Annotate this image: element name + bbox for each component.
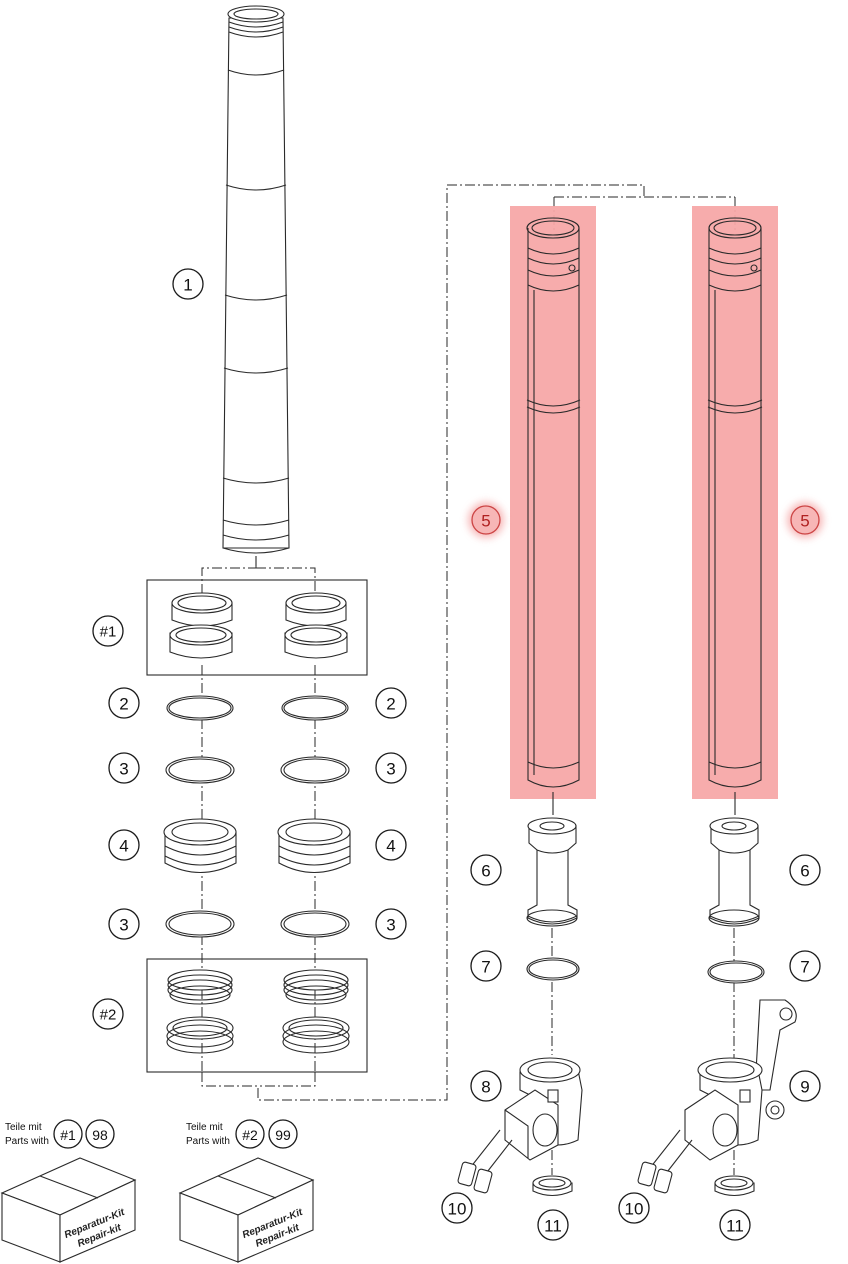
seal-set-left xyxy=(166,969,234,1054)
svg-text:5: 5 xyxy=(481,512,490,531)
seal-set-right xyxy=(282,969,350,1054)
callout-4-right[interactable]: 4 xyxy=(375,829,407,861)
kit-1-box: Reparatur-Kit Repair-kit xyxy=(0,1157,137,1263)
callout-3-right-lower[interactable]: 3 xyxy=(375,908,407,940)
callout-3-left-upper[interactable]: 3 xyxy=(108,752,140,784)
svg-text:3: 3 xyxy=(119,760,128,779)
bushing-left xyxy=(169,592,233,659)
svg-text:6: 6 xyxy=(800,862,809,881)
callout-1[interactable]: 1 xyxy=(172,268,204,300)
svg-text:3: 3 xyxy=(386,760,395,779)
cap-left xyxy=(532,1175,573,1197)
svg-text:Parts with: Parts with xyxy=(186,1136,230,1147)
repair-kit-2[interactable]: Teile mit Parts with #2 99 Reparatur-Kit… xyxy=(178,1119,315,1263)
kit-1-number-callout: 98 xyxy=(85,1119,115,1149)
axle-clamp-right xyxy=(637,999,797,1194)
svg-text:99: 99 xyxy=(275,1127,291,1143)
svg-text:11: 11 xyxy=(726,1217,744,1236)
svg-text:#1: #1 xyxy=(60,1127,76,1143)
callout-8[interactable]: 8 xyxy=(470,1070,502,1102)
kit-2-group-callout: #2 xyxy=(235,1119,265,1149)
callout-9[interactable]: 9 xyxy=(789,1070,821,1102)
kit-2-number-callout: 99 xyxy=(268,1119,298,1149)
callout-group-2[interactable]: #2 xyxy=(92,998,124,1030)
svg-text:#2: #2 xyxy=(242,1127,258,1143)
callout-7-left[interactable]: 7 xyxy=(470,950,502,982)
callout-2-right[interactable]: 2 xyxy=(375,687,407,719)
group-1-bushings xyxy=(146,566,368,676)
svg-text:5: 5 xyxy=(800,512,809,531)
svg-text:7: 7 xyxy=(800,958,809,977)
svg-text:2: 2 xyxy=(386,695,395,714)
svg-text:1: 1 xyxy=(183,276,192,295)
callout-6-left[interactable]: 6 xyxy=(470,854,502,886)
svg-text:10: 10 xyxy=(448,1200,467,1219)
svg-text:9: 9 xyxy=(800,1078,809,1097)
svg-text:Teile mit: Teile mit xyxy=(186,1122,223,1133)
callout-7-right[interactable]: 7 xyxy=(789,950,821,982)
o-ring-right xyxy=(707,960,765,984)
svg-text:8: 8 xyxy=(481,1078,490,1097)
svg-text:2: 2 xyxy=(119,695,128,714)
callout-5-left[interactable]: 5 xyxy=(468,502,504,538)
axle-clamp-left xyxy=(457,1057,583,1194)
svg-text:98: 98 xyxy=(92,1127,108,1143)
outer-tube-right-highlight[interactable] xyxy=(692,206,778,815)
svg-text:4: 4 xyxy=(119,837,128,856)
svg-text:7: 7 xyxy=(481,958,490,977)
svg-text:3: 3 xyxy=(119,916,128,935)
callout-3-right-upper[interactable]: 3 xyxy=(375,752,407,784)
fork-inner-tube xyxy=(222,5,290,566)
callout-10-right[interactable]: 10 xyxy=(618,1192,650,1224)
bushing-right xyxy=(284,592,348,659)
callout-group-1[interactable]: #1 xyxy=(92,615,124,647)
callout-6-right[interactable]: 6 xyxy=(789,854,821,886)
callout-11-right[interactable]: 11 xyxy=(719,1209,751,1241)
kit-2-box: Reparatur-Kit Repair-kit xyxy=(178,1157,315,1263)
svg-text:#2: #2 xyxy=(100,1007,117,1024)
svg-text:#1: #1 xyxy=(100,624,117,641)
callout-2-left[interactable]: 2 xyxy=(108,687,140,719)
callout-4-left[interactable]: 4 xyxy=(108,829,140,861)
callout-5-right[interactable]: 5 xyxy=(787,502,823,538)
group-2-seals xyxy=(146,958,368,1073)
callout-11-left[interactable]: 11 xyxy=(537,1209,569,1241)
svg-text:10: 10 xyxy=(625,1200,644,1219)
svg-text:Teile mit: Teile mit xyxy=(5,1122,42,1133)
svg-text:6: 6 xyxy=(481,862,490,881)
svg-text:Parts with: Parts with xyxy=(5,1136,49,1147)
svg-text:3: 3 xyxy=(386,916,395,935)
repair-kit-1[interactable]: Teile mit Parts with #1 98 Reparatur-Kit… xyxy=(0,1119,137,1263)
connector-line xyxy=(201,184,645,1101)
seal-stack xyxy=(163,665,351,1080)
cartridge-right xyxy=(708,817,760,927)
cartridge-left xyxy=(526,817,578,927)
kit-1-group-callout: #1 xyxy=(53,1119,83,1149)
callout-10-left[interactable]: 10 xyxy=(441,1192,473,1224)
callout-3-left-lower[interactable]: 3 xyxy=(108,908,140,940)
svg-text:11: 11 xyxy=(544,1217,562,1236)
o-ring-left xyxy=(526,957,580,981)
outer-tube-left-highlight[interactable] xyxy=(510,206,596,815)
cap-right xyxy=(714,1175,755,1197)
svg-text:4: 4 xyxy=(386,837,395,856)
